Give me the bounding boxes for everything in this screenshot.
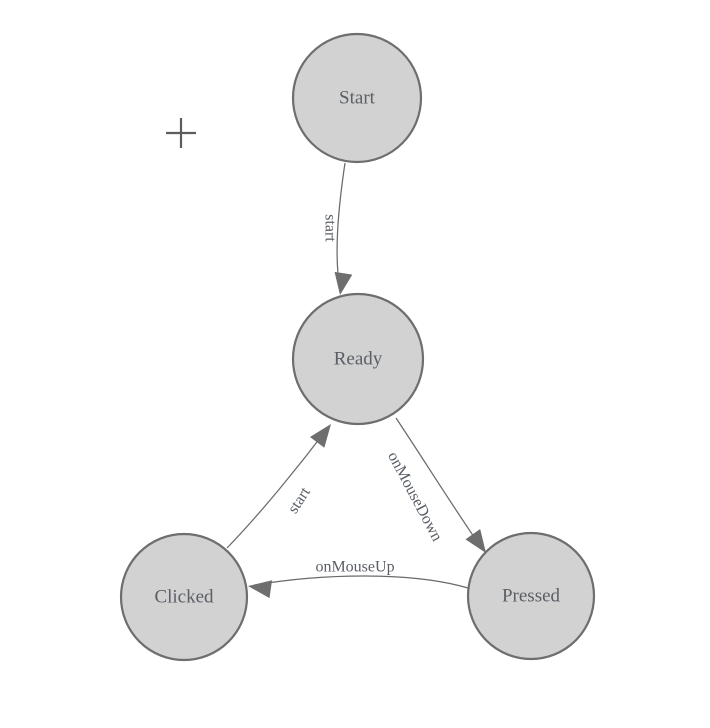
edge-label-on-mouse-up: onMouseUp: [315, 559, 394, 576]
node-label: Start: [339, 87, 376, 108]
edge-clicked-to-ready[interactable]: [226, 419, 338, 549]
node-layer: Start Ready Clicked Pressed: [119, 32, 596, 662]
arrow-head-into-pressed: [465, 528, 486, 553]
arrow-head-into-ready-from-clicked: [309, 424, 331, 448]
node-start[interactable]: Start: [291, 32, 423, 164]
node-label: Clicked: [154, 586, 214, 607]
arrow-head-into-clicked: [248, 580, 273, 599]
node-circle: [291, 32, 423, 164]
edge-path: [254, 575, 469, 589]
edge-start-to-ready[interactable]: [331, 162, 353, 296]
edge-label-clicked-to-ready: start: [285, 484, 315, 517]
crosshair-marker[interactable]: [166, 118, 196, 148]
node-circle: [119, 532, 249, 662]
node-clicked[interactable]: Clicked: [119, 532, 249, 662]
node-pressed[interactable]: Pressed: [466, 531, 596, 661]
edge-path: [226, 428, 328, 549]
arrow-head-into-ready-from-start: [334, 271, 353, 295]
node-label: Pressed: [502, 585, 561, 606]
node-circle: [466, 531, 596, 661]
edge-label-start-to-ready: start: [321, 214, 338, 242]
edge-ready-to-pressed[interactable]: [395, 417, 493, 558]
edge-label-on-mouse-down: onMouseDown: [384, 449, 445, 544]
edge-pressed-to-clicked[interactable]: [247, 575, 469, 599]
edge-layer: [226, 162, 493, 599]
edge-path: [395, 417, 482, 548]
node-ready[interactable]: Ready: [291, 292, 425, 426]
node-label: Ready: [334, 348, 383, 369]
node-circle: [291, 292, 425, 426]
